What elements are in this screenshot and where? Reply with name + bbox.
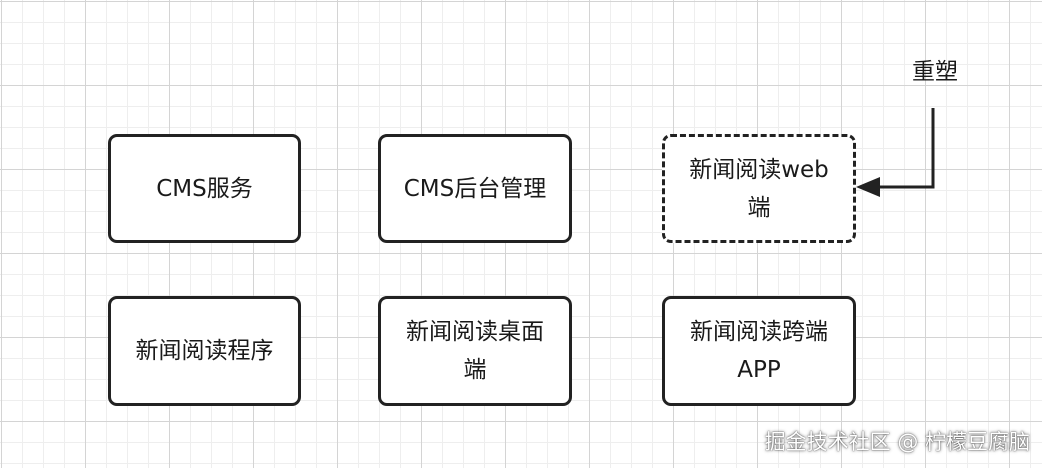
node-label: 新闻阅读桌面端 <box>406 319 544 383</box>
node-cross-platform-app: 新闻阅读跨端APP <box>662 296 856 406</box>
node-web-client: 新闻阅读web端 <box>662 134 856 243</box>
node-label: CMS后台管理 <box>403 175 547 202</box>
node-label: CMS服务 <box>156 175 253 202</box>
node-label: 新闻阅读程序 <box>135 338 274 364</box>
node-mini-program: 新闻阅读程序 <box>108 296 301 406</box>
node-label: 新闻阅读web端 <box>689 156 829 221</box>
watermark: 掘金技术社区 @ 柠檬豆腐脑 <box>764 430 1030 454</box>
node-cms-service: CMS服务 <box>108 134 301 243</box>
node-label: 新闻阅读跨端APP <box>690 319 828 383</box>
annotation-label: 重塑 <box>912 59 958 85</box>
node-desktop-client: 新闻阅读桌面端 <box>378 296 572 406</box>
node-cms-admin: CMS后台管理 <box>378 134 572 243</box>
